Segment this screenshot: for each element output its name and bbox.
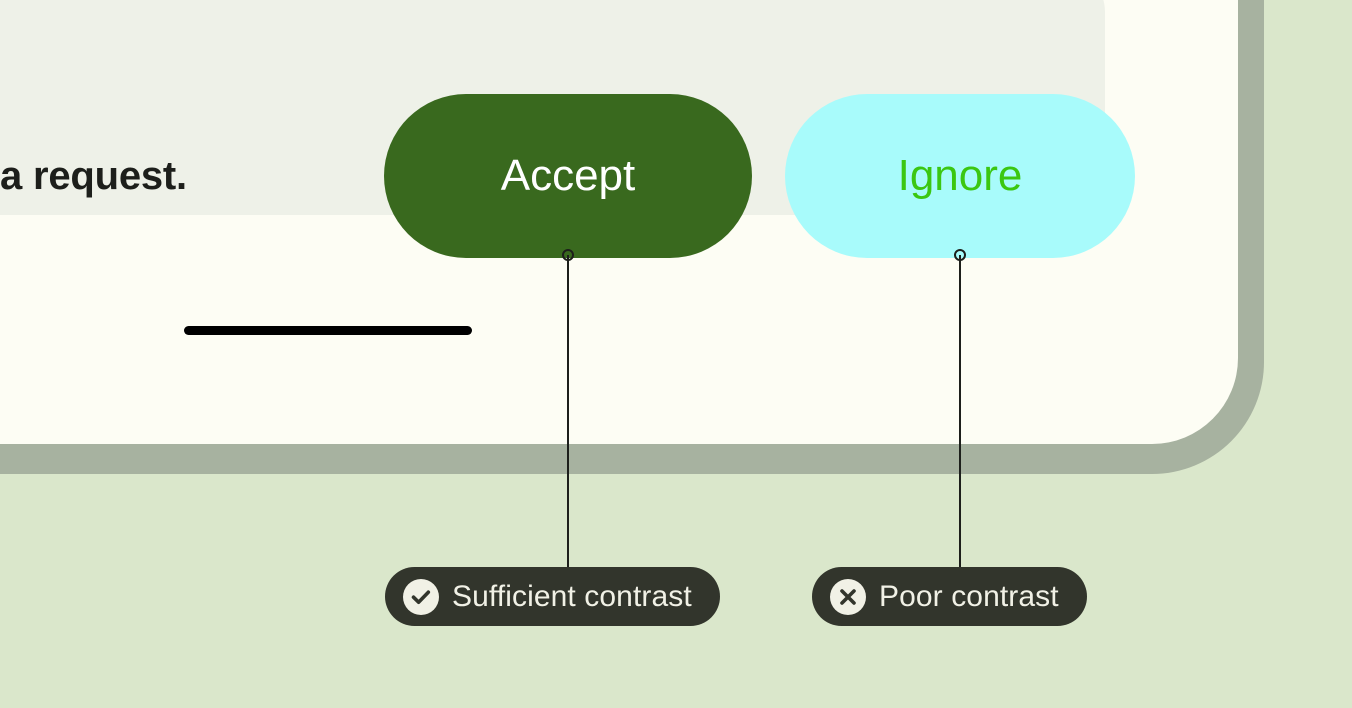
divider-rule — [184, 326, 472, 335]
annotation-label: Poor contrast — [879, 579, 1059, 613]
annotation-label: Sufficient contrast — [452, 579, 692, 613]
accept-button[interactable]: Accept — [384, 94, 752, 258]
x-circle-icon — [830, 578, 866, 615]
leader-line-ignore — [959, 255, 961, 567]
annotation-sufficient-contrast: Sufficient contrast — [385, 567, 720, 626]
leader-anchor-accept — [562, 249, 574, 261]
check-circle-icon — [403, 578, 439, 615]
annotation-poor-contrast: Poor contrast — [812, 567, 1087, 626]
leader-anchor-ignore — [954, 249, 966, 261]
ignore-button[interactable]: Ignore — [785, 94, 1135, 258]
leader-line-accept — [567, 255, 569, 567]
message-text: a request. — [0, 154, 187, 198]
